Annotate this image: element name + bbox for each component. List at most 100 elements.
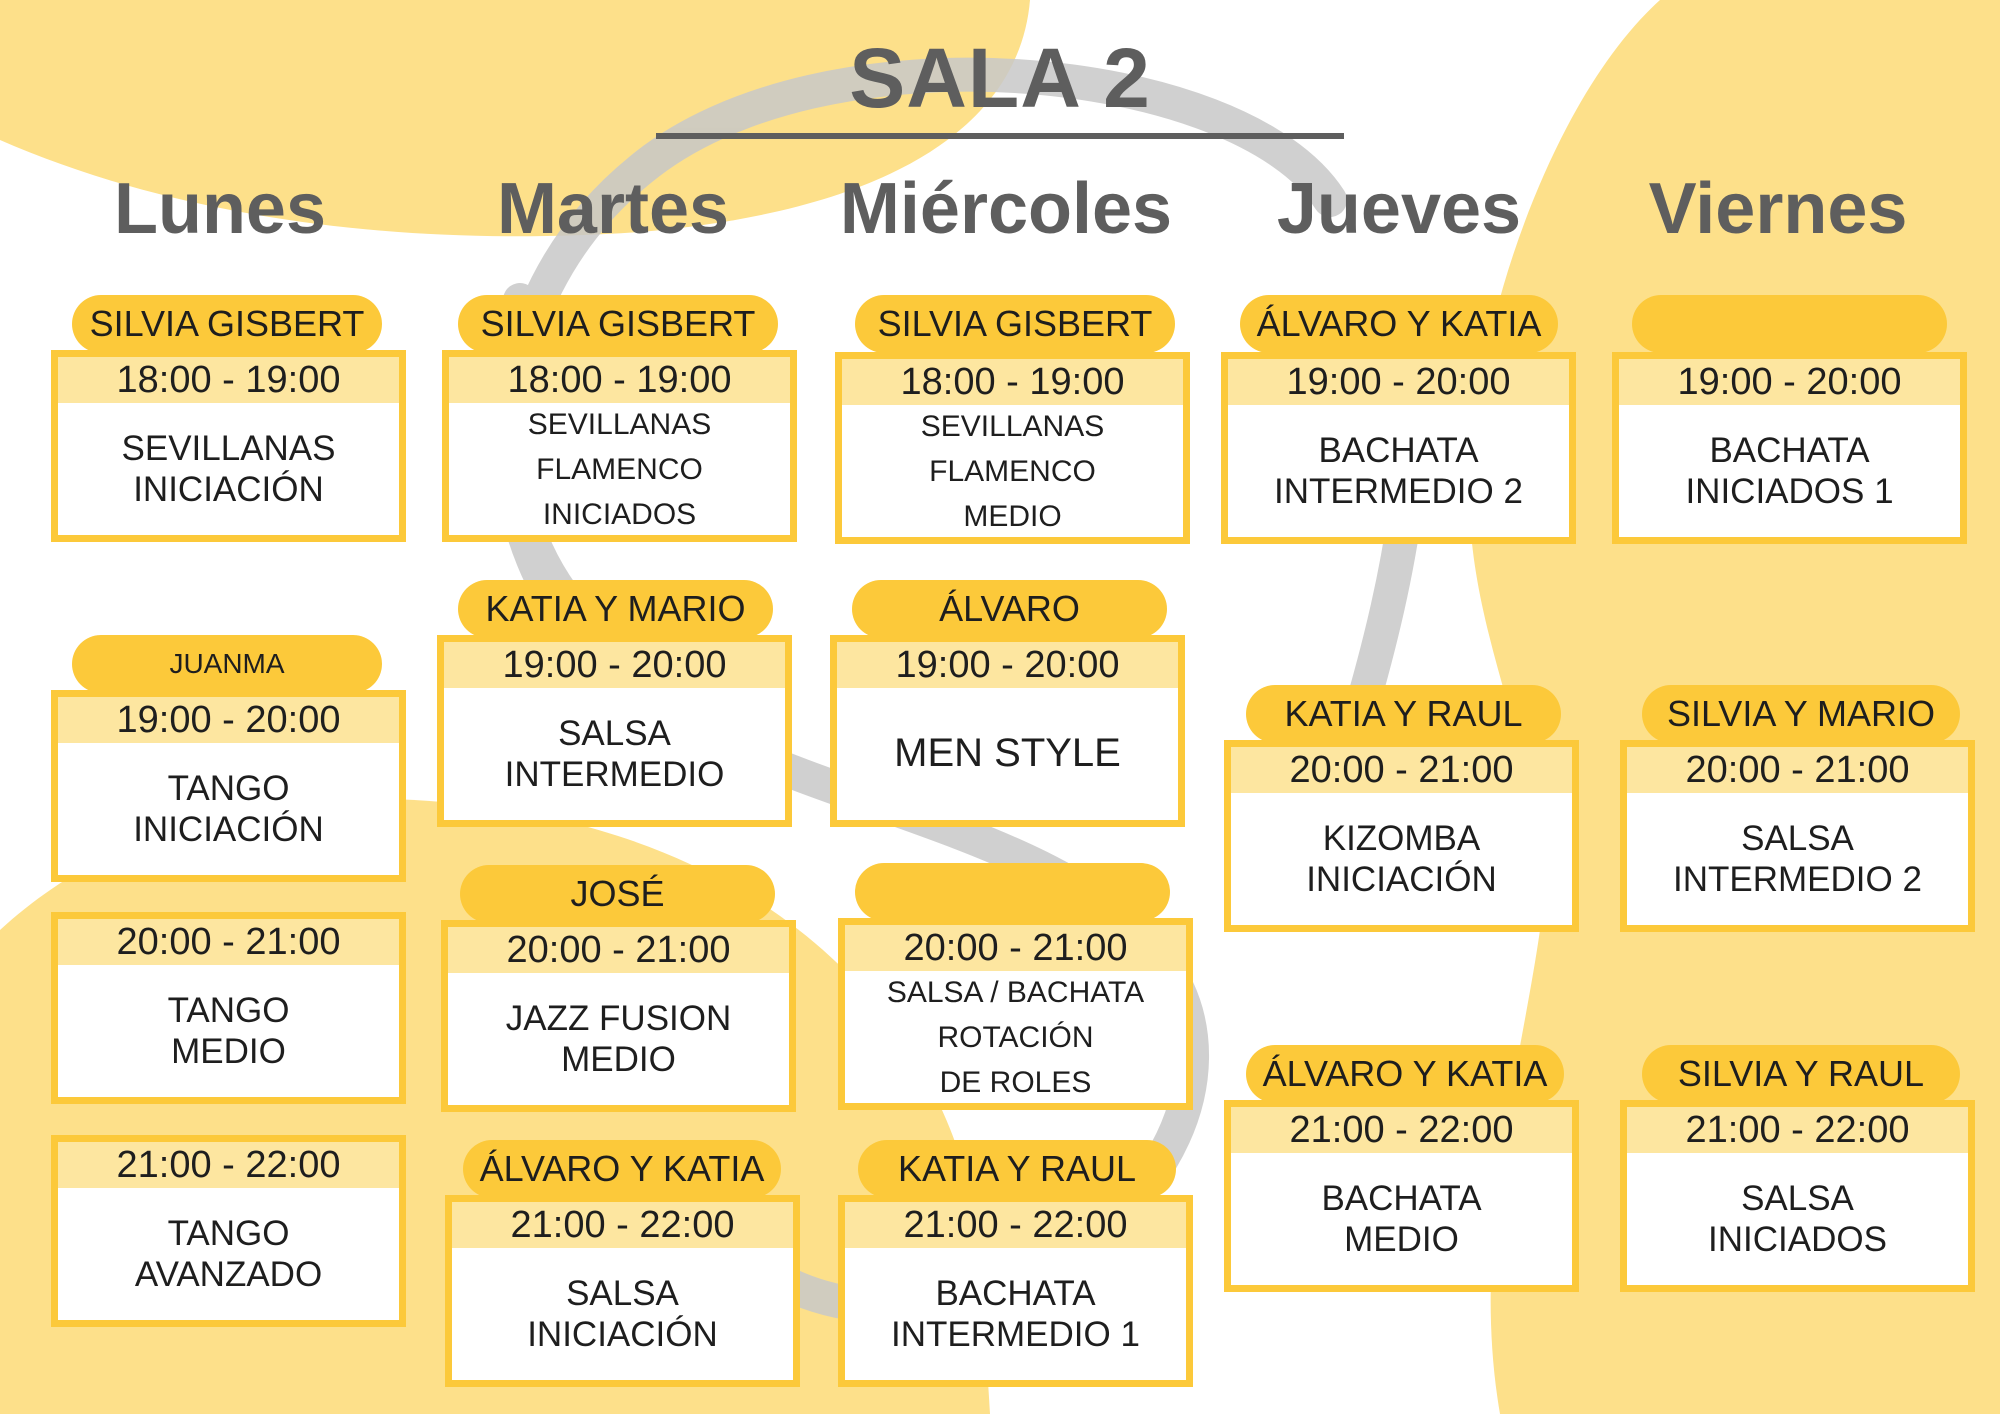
class-name-line: INICIADOS xyxy=(1708,1220,1887,1259)
time-slot: 19:00 - 20:00 xyxy=(58,697,399,743)
time-slot: 18:00 - 19:00 xyxy=(842,359,1183,405)
class-name-line: INICIACIÓN xyxy=(1306,860,1497,899)
class-name-line: TANGO xyxy=(167,1213,290,1253)
time-slot: 18:00 - 19:00 xyxy=(449,357,790,403)
instructor-badge: SILVIA Y MARIO xyxy=(1642,685,1960,743)
time-slot: 19:00 - 20:00 xyxy=(1619,359,1960,405)
class-name-line: INICIACIÓN xyxy=(133,470,324,509)
class-name-line: SALSA xyxy=(1741,1178,1854,1218)
instructor-badge: ÁLVARO xyxy=(852,580,1167,638)
class-name-line: INICIADOS 1 xyxy=(1685,472,1894,511)
instructor-badge: SILVIA GISBERT xyxy=(72,295,382,353)
time-slot: 21:00 - 22:00 xyxy=(1231,1107,1572,1153)
class-name-line: SEVILLANAS xyxy=(121,428,336,468)
class-name-line: SALSA xyxy=(1741,818,1854,858)
instructor-badge: JUANMA xyxy=(72,635,382,693)
class-name-line: DE ROLES xyxy=(939,1065,1092,1099)
day-header-miercoles: Miércoles xyxy=(839,169,1173,249)
time-slot: 20:00 - 21:00 xyxy=(1627,747,1968,793)
class-name-line: AVANZADO xyxy=(134,1255,323,1294)
time-slot: 21:00 - 22:00 xyxy=(452,1202,793,1248)
class-name-line: SALSA xyxy=(566,1273,679,1313)
bg-blob-top-left xyxy=(0,0,1030,237)
class-name-line: MEDIO xyxy=(561,1040,676,1079)
instructor-badge: KATIA Y RAUL xyxy=(1246,685,1561,743)
class-name: SEVILLANAS FLAMENCO INICIADOS xyxy=(449,403,790,535)
instructor-badge: KATIA Y RAUL xyxy=(858,1140,1176,1198)
class-name-line: INTERMEDIO 2 xyxy=(1673,860,1922,899)
day-header-jueves: Jueves xyxy=(1276,169,1522,249)
instructor-badge: ÁLVARO Y KATIA xyxy=(463,1140,781,1198)
class-name-line: INTERMEDIO 2 xyxy=(1274,472,1523,511)
class-name-line: BACHATA xyxy=(1321,1178,1482,1218)
instructor-badge: KATIA Y MARIO xyxy=(458,580,773,638)
class-name-line: ROTACIÓN xyxy=(937,1020,1094,1054)
class-name-line: TANGO xyxy=(167,768,290,808)
class-name-line: SALSA / BACHATA xyxy=(886,975,1145,1009)
time-slot: 19:00 - 20:00 xyxy=(1228,359,1569,405)
class-name: MEN STYLE xyxy=(837,688,1178,820)
class-name-line: MEDIO xyxy=(171,1032,286,1071)
day-header-viernes: Viernes xyxy=(1648,169,1908,249)
class-name-line: INTERMEDIO xyxy=(504,755,725,794)
day-header-lunes: Lunes xyxy=(113,169,327,249)
class-name-line: MEDIO xyxy=(963,499,1062,533)
class-name-line: INTERMEDIO 1 xyxy=(891,1315,1140,1354)
class-name-line: JAZZ FUSION xyxy=(505,998,732,1038)
time-slot: 19:00 - 20:00 xyxy=(837,642,1178,688)
class-name-line: INICIACIÓN xyxy=(527,1315,718,1354)
class-name-line: SEVILLANAS xyxy=(527,407,712,441)
class-name-line: MEDIO xyxy=(1344,1220,1459,1259)
class-name-line: BACHATA xyxy=(935,1273,1096,1313)
instructor-badge: JOSÉ xyxy=(460,865,775,923)
time-slot: 20:00 - 21:00 xyxy=(1231,747,1572,793)
class-name-line: KIZOMBA xyxy=(1322,818,1481,858)
instructor-badge: SILVIA GISBERT xyxy=(458,295,778,353)
instructor-badge: ÁLVARO Y KATIA xyxy=(1246,1045,1564,1103)
class-name-line: INICIADOS xyxy=(542,497,697,531)
instructor-badge xyxy=(855,863,1170,921)
class-name-line: TANGO xyxy=(167,990,290,1030)
instructor-badge xyxy=(1632,295,1947,353)
class-name-line: FLAMENCO xyxy=(536,452,703,486)
time-slot: 21:00 - 22:00 xyxy=(1627,1107,1968,1153)
class-name-line: INICIACIÓN xyxy=(133,810,324,849)
instructor-badge: ÁLVARO Y KATIA xyxy=(1240,295,1558,353)
class-name-line: SALSA xyxy=(558,713,671,753)
page-title: SALA 2 xyxy=(849,31,1151,125)
time-slot: 20:00 - 21:00 xyxy=(448,927,789,973)
class-name: SALSA / BACHATA ROTACIÓN DE ROLES xyxy=(845,971,1186,1103)
time-slot: 19:00 - 20:00 xyxy=(444,642,785,688)
time-slot: 20:00 - 21:00 xyxy=(845,925,1186,971)
instructor-badge: SILVIA GISBERT xyxy=(855,295,1175,353)
day-header-martes: Martes xyxy=(496,169,730,249)
time-slot: 21:00 - 22:00 xyxy=(845,1202,1186,1248)
class-name-line: BACHATA xyxy=(1318,430,1479,470)
